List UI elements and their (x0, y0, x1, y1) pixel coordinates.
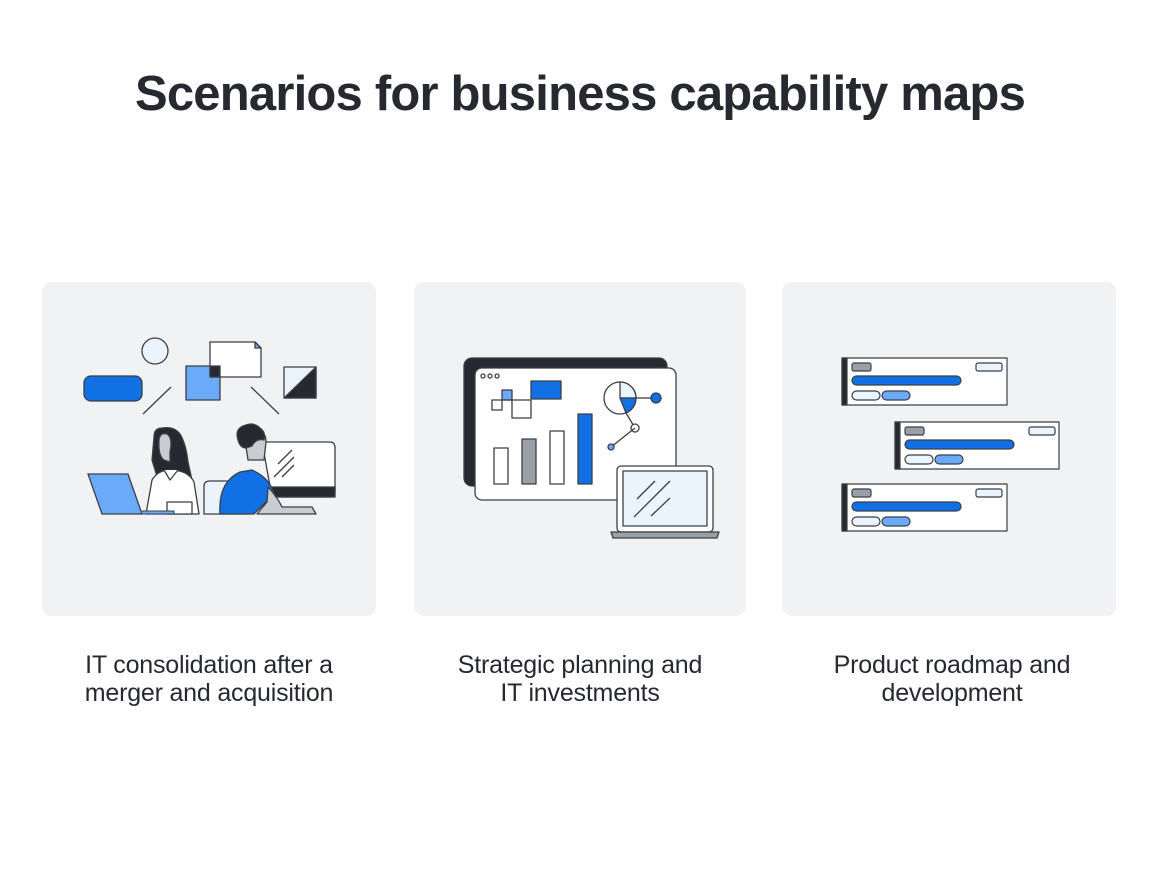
scenario-card-it-consolidation (42, 282, 376, 616)
monitor-icon (261, 441, 336, 498)
step-chart-block (530, 380, 562, 400)
woman-figure (145, 426, 200, 515)
page-title: Scenarios for business capability maps (134, 67, 1026, 121)
laptop-icon (87, 473, 143, 515)
bar-2 (521, 438, 537, 485)
scenario-card-product-roadmap (782, 282, 1116, 616)
scenario-caption-strategic-planning: Strategic planning and IT investments (457, 651, 703, 707)
scenario-card-strategic-planning (414, 282, 746, 616)
dashboard-illustration (463, 357, 720, 539)
roadmap-card-1 (841, 357, 1008, 406)
scenario-caption-it-consolidation: IT consolidation after a merger and acqu… (84, 651, 334, 707)
scenario-caption-product-roadmap: Product roadmap and development (833, 651, 1071, 707)
roadmap-card-3 (841, 483, 1008, 532)
bar-4 (577, 413, 593, 485)
bar-3 (549, 430, 565, 485)
roadmap-card-2 (894, 421, 1060, 470)
roadmap-cards-illustration (841, 357, 1060, 532)
people-working-illustration (83, 337, 336, 515)
circle-shape (141, 337, 169, 365)
man-figure (219, 423, 317, 515)
bar-1 (493, 447, 509, 485)
blue-pill-shape (83, 375, 143, 402)
